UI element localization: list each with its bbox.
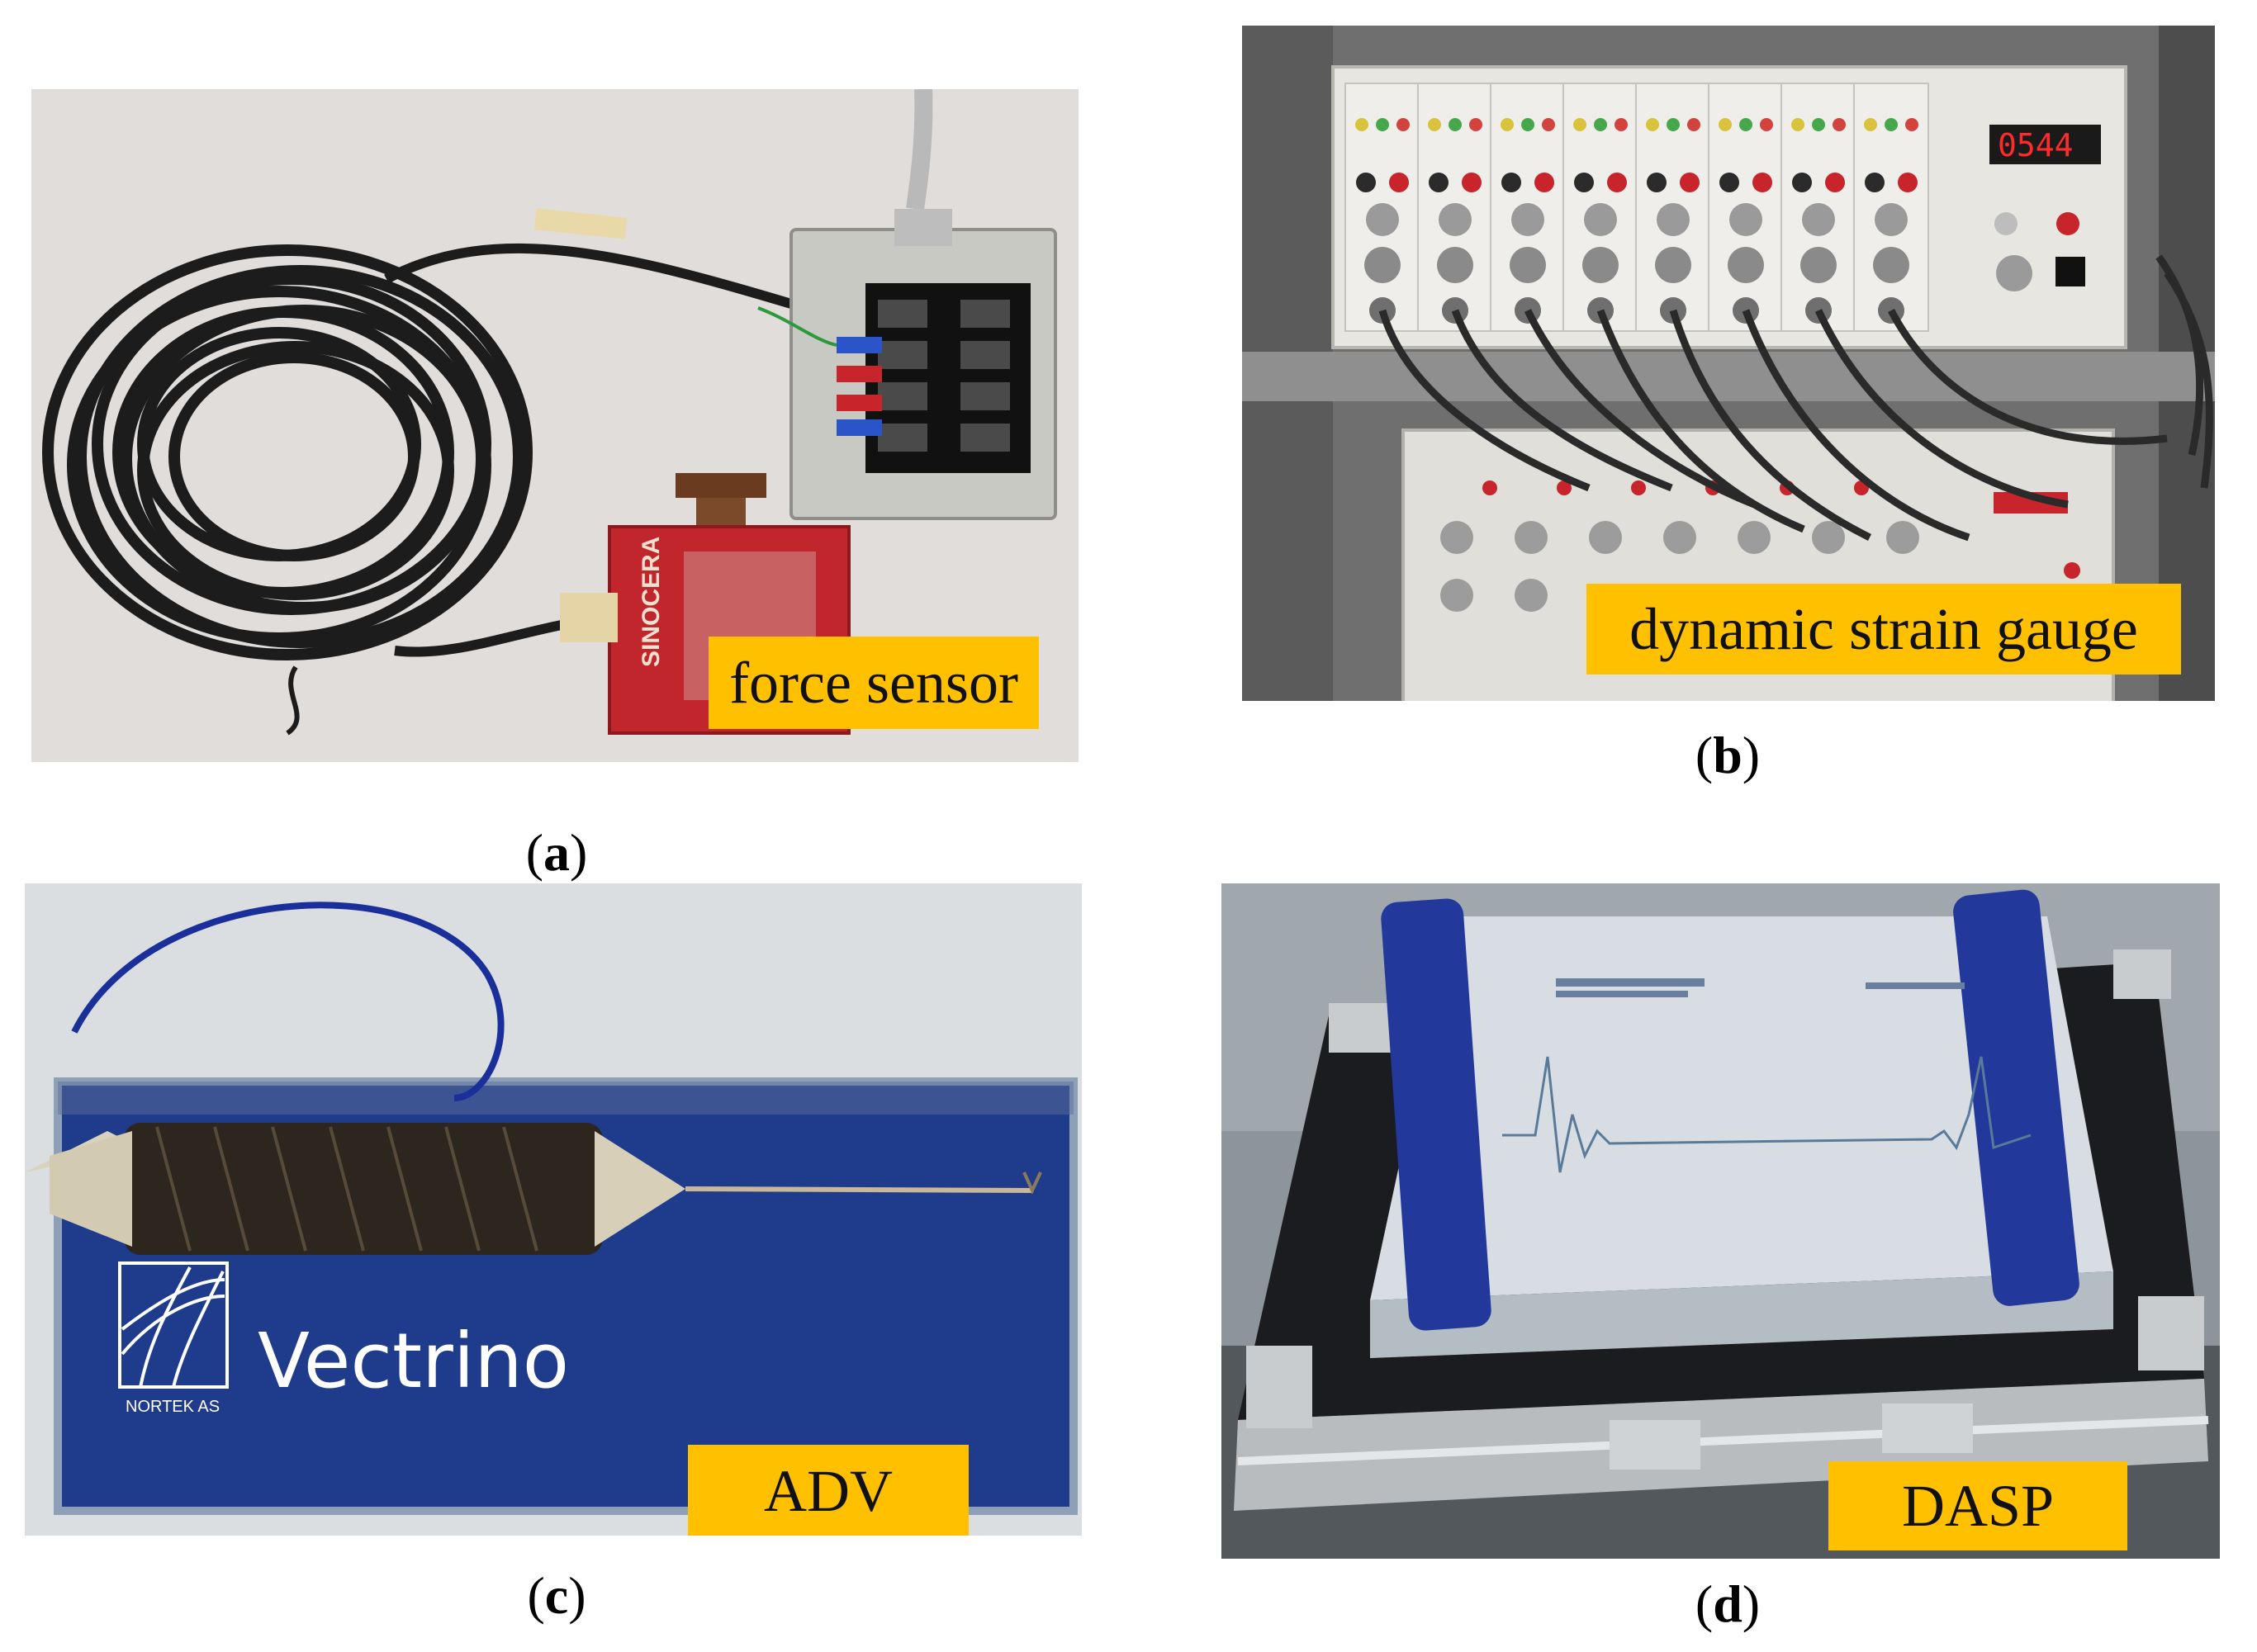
caption-a: (a): [525, 823, 588, 882]
dasp-illustration: [1221, 883, 2220, 1559]
label-dynamic-strain-gauge: dynamic strain gauge: [1586, 584, 2181, 675]
strain-gauge-readout: 0544: [1998, 127, 2074, 163]
caption-b: (b): [1695, 726, 1761, 784]
force-sensor-illustration: SINOCERA: [31, 89, 1079, 762]
adv-illustration: NORTEK AS Vectrino: [25, 883, 1082, 1536]
label-dasp: DASP: [1828, 1461, 2127, 1550]
caption-c: (c): [527, 1566, 586, 1625]
caption-d: (d): [1695, 1574, 1761, 1633]
photo-force-sensor: SINOCERA force sensor: [31, 89, 1079, 762]
label-force-sensor: force sensor: [709, 637, 1039, 729]
nortek-logo: [118, 1261, 229, 1389]
nortek-text: NORTEK AS: [126, 1398, 220, 1416]
label-adv: ADV: [688, 1445, 969, 1536]
photo-dynamic-strain-gauge: 0544 dynamic strai: [1242, 26, 2215, 701]
photo-adv-vectrino: NORTEK AS Vectrino ADV: [25, 883, 1082, 1536]
sensor-brand-text: SINOCERA: [638, 537, 665, 667]
photo-dasp: DASP: [1221, 883, 2220, 1559]
vectrino-brand-text: Vectrino: [258, 1317, 569, 1405]
